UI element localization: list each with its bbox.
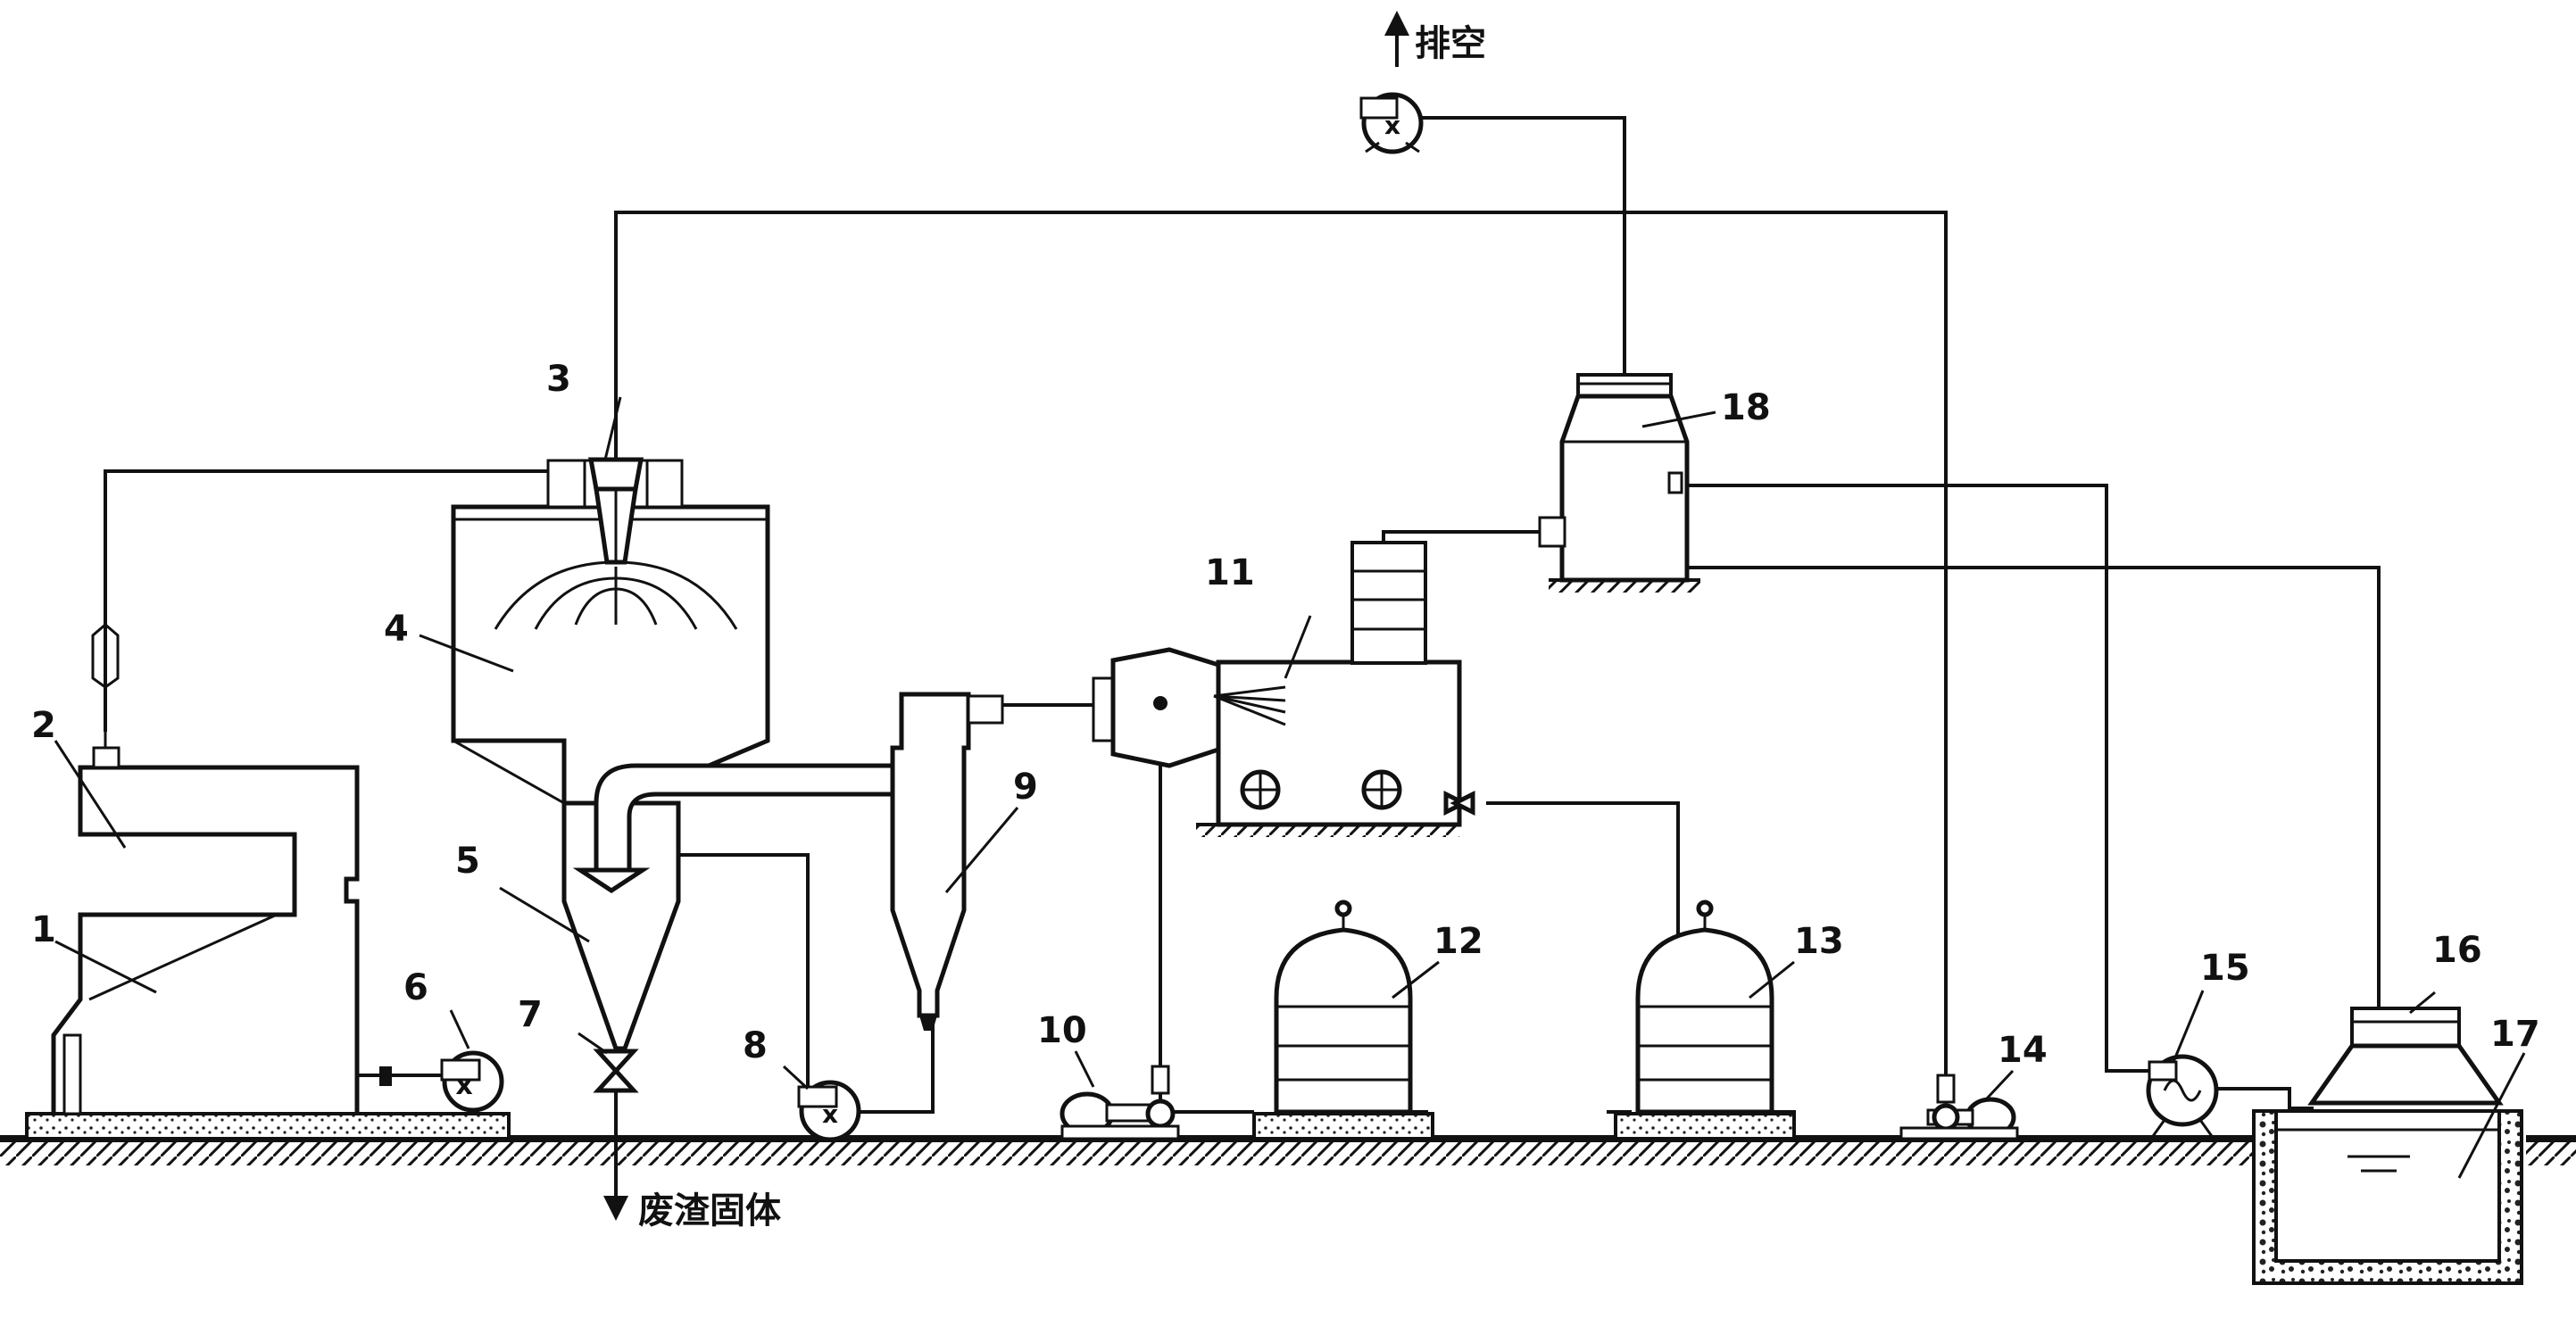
label-1: 1 xyxy=(31,909,56,950)
vent-caption: 排空 xyxy=(1415,23,1486,64)
pump-14 xyxy=(1899,1074,2019,1140)
tank-13 xyxy=(1614,900,1796,1140)
pump-10 xyxy=(1059,1065,1180,1140)
pump-15 xyxy=(2146,1054,2219,1140)
label-11: 11 xyxy=(1205,552,1255,593)
piping xyxy=(104,116,2381,1182)
label-15: 15 xyxy=(2200,948,2250,989)
svg-text:x: x xyxy=(822,1099,838,1129)
label-7: 7 xyxy=(518,994,543,1035)
fan-8: x xyxy=(797,1080,861,1142)
atomizer-3 xyxy=(546,457,684,565)
number-labels: 1 2 3 4 5 6 7 8 9 10 11 12 13 14 15 16 1… xyxy=(31,359,2540,1071)
hood-16 xyxy=(2307,1007,2504,1106)
label-10: 10 xyxy=(1037,1010,1087,1051)
solid-waste-caption: 废渣固体 xyxy=(638,1190,781,1231)
leader-lines xyxy=(54,396,2526,1179)
label-8: 8 xyxy=(743,1025,768,1066)
label-13: 13 xyxy=(1794,921,1844,962)
label-9: 9 xyxy=(1013,767,1038,808)
label-5: 5 xyxy=(455,841,480,882)
cyclone-5 xyxy=(561,763,895,1221)
scrubber-tower-18 xyxy=(1538,373,1700,593)
label-12: 12 xyxy=(1433,921,1483,962)
label-18: 18 xyxy=(1721,387,1771,428)
label-16: 16 xyxy=(2432,930,2482,971)
scrubber-box-11 xyxy=(1092,541,1475,837)
tank-12 xyxy=(1252,900,1434,1140)
vent-fan: x xyxy=(1359,11,1424,154)
blower-6: x xyxy=(357,1050,504,1113)
holding-tank-2 xyxy=(91,623,120,769)
reactor-1 xyxy=(25,765,511,1140)
svg-text:x: x xyxy=(455,1070,472,1101)
svg-text:x: x xyxy=(1384,111,1400,140)
label-4: 4 xyxy=(384,609,409,650)
pond-17 xyxy=(2252,1109,2523,1285)
label-17: 17 xyxy=(2490,1014,2540,1055)
label-2: 2 xyxy=(31,705,56,746)
label-6: 6 xyxy=(403,967,428,1008)
label-3: 3 xyxy=(546,359,571,400)
ground xyxy=(0,1135,2576,1165)
cyclone-9 xyxy=(890,692,1004,1031)
label-14: 14 xyxy=(1998,1030,2048,1071)
